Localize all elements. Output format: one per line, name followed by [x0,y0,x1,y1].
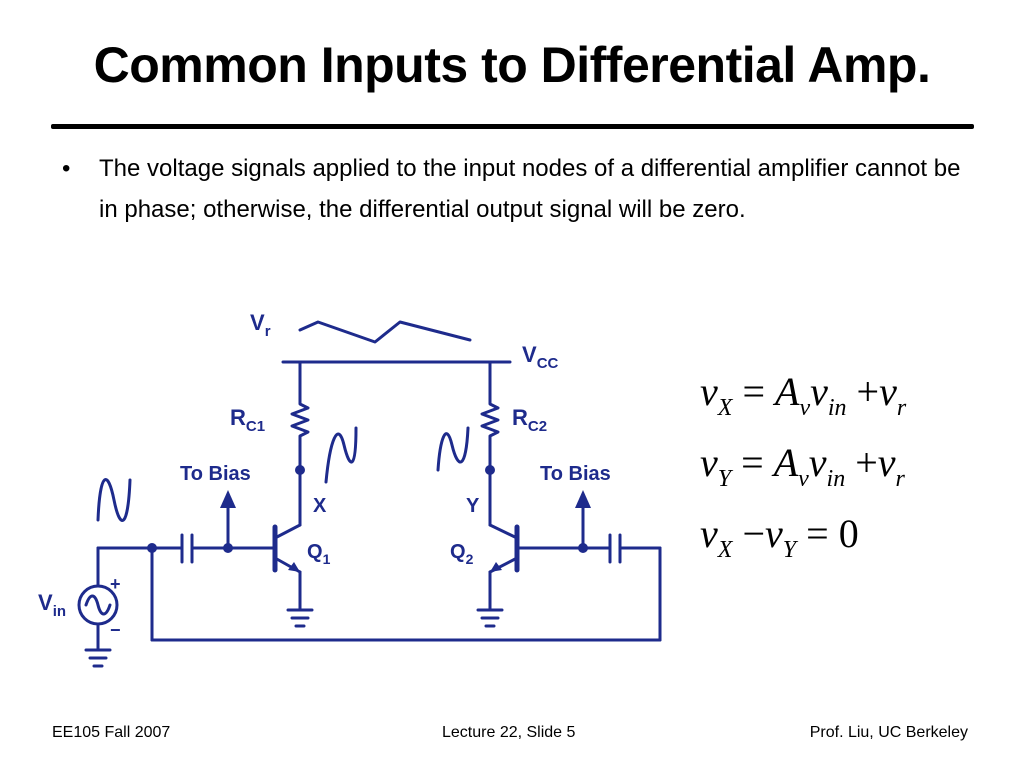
input-sine-wave [96,478,132,522]
bullet-text: The voltage signals applied to the input… [99,155,961,223]
footer-author: Prof. Liu, UC Berkeley [809,724,968,741]
rc2-resistor [480,398,500,472]
right-bias-arrow [575,490,591,508]
vr-ripple-waveform [298,320,472,344]
x-node-dot [295,465,305,475]
bullet-item: • The voltage signals applied to the inp… [62,148,962,230]
vcc-label: VCC [522,342,559,372]
equations-block: vX = Avvin +vr vY = Avvin +vr vX −vY = 0 [700,356,1010,569]
rc1-label: RC1 [230,405,265,435]
q1-label: Q1 [307,541,331,567]
node-x-label: X [313,495,327,517]
differential-amplifier-schematic: Vr VCC RC1 RC2 To Bias To Bias X Y Q1 Q2… [38,310,662,668]
q2-ground-icon [476,608,504,628]
equation-vx: vX = Avvin +vr [700,369,907,421]
q1-ground-icon [286,608,314,628]
vin-sine-glyph [84,594,112,616]
q2-label: Q2 [450,541,474,567]
to-bias-right-label: To Bias [540,463,611,485]
rc2-label: RC2 [512,405,547,435]
q2-emitter-arrow [490,562,502,572]
slide-title: Common Inputs to Differential Amp. [93,37,931,93]
equation-vy: vY = Avvin +vr [700,440,905,492]
q2-collector [488,523,519,540]
vin-plus-label: + [110,574,121,594]
y-node-dot [485,465,495,475]
title-underline [51,124,974,129]
vin-ground-icon [84,648,112,668]
right-bias-node-dot [578,543,588,553]
node-y-label: Y [466,495,480,517]
q1-collector [273,523,302,540]
vin-label: Vin [38,590,66,620]
left-input-node-dot [147,543,157,553]
left-bias-node-dot [223,543,233,553]
rc1-resistor [290,398,310,472]
vr-label: Vr [250,310,271,340]
footer-course: EE105 Fall 2007 [52,724,171,741]
vin-minus-label: − [110,620,121,640]
left-bias-arrow [220,490,236,508]
y-node-swing-wave [436,426,470,472]
to-bias-left-label: To Bias [180,463,251,485]
footer-slide-number: Lecture 22, Slide 5 [442,724,576,741]
equation-difference: vX −vY = 0 [700,511,859,563]
bullet-list: • The voltage signals applied to the inp… [62,148,962,230]
q1-emitter-arrow [288,562,300,572]
x-node-swing-wave [324,426,358,484]
bullet-dot: • [62,155,71,182]
